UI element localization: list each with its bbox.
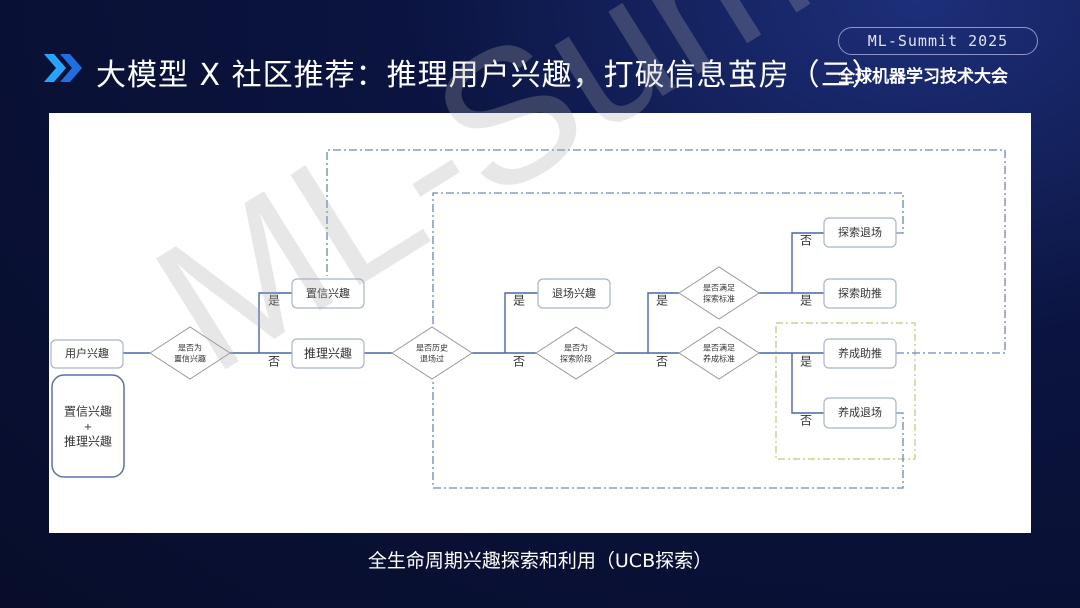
svg-text:养成退场: 养成退场: [838, 405, 882, 419]
svg-text:置信兴趣: 置信兴趣: [174, 354, 206, 364]
svg-text:置信兴趣: 置信兴趣: [306, 286, 350, 300]
connector: [616, 292, 679, 354]
nurture-group-box: [775, 322, 916, 460]
node-confident-interest: 置信兴趣: [291, 278, 365, 309]
label-yes: 是: [800, 294, 812, 308]
connector: [472, 292, 538, 354]
label-no: 否: [656, 355, 668, 369]
loop-nurture-exit: [432, 382, 904, 489]
slide-title: 大模型 X 社区推荐：推理用户兴趣，打破信息茧房（三）: [96, 58, 883, 93]
node-explore-exit: 探索退场: [823, 217, 897, 248]
svg-text:探索助推: 探索助推: [838, 286, 882, 300]
legend-box: 置信兴趣 + 推理兴趣: [51, 374, 125, 478]
connector: [759, 232, 824, 294]
svg-text:退场兴趣: 退场兴趣: [552, 286, 596, 300]
svg-text:推理兴趣: 推理兴趣: [64, 434, 112, 449]
node-inferred-interest: 推理兴趣: [291, 338, 365, 369]
svg-text:+: +: [84, 422, 92, 433]
svg-text:是否满足: 是否满足: [703, 283, 735, 293]
conference-name: 全球机器学习技术大会: [838, 67, 1008, 87]
label-no: 否: [800, 234, 812, 248]
svg-text:探索阶段: 探索阶段: [560, 354, 592, 364]
slide-caption: 全生命周期兴趣探索和利用（UCB探索）: [367, 550, 713, 572]
node-nurture-exit: 养成退场: [823, 397, 897, 429]
loop-nurture-boost: [326, 149, 1006, 354]
svg-text:推理兴趣: 推理兴趣: [304, 346, 352, 361]
connector: [230, 292, 292, 354]
node-user-interest: 用户兴趣: [50, 339, 124, 369]
node-explore-boost: 探索助推: [823, 278, 897, 309]
label-no: 否: [513, 355, 525, 369]
svg-text:是否为: 是否为: [178, 343, 202, 353]
label-no: 否: [268, 355, 280, 369]
event-badge: ML-Summit 2025: [838, 27, 1038, 55]
svg-text:是否满足: 是否满足: [703, 343, 735, 353]
label-yes: 是: [513, 294, 525, 308]
svg-text:养成标准: 养成标准: [703, 354, 735, 364]
connector: [759, 352, 824, 414]
node-nurture-boost: 养成助推: [823, 338, 897, 369]
svg-text:是否历史: 是否历史: [416, 343, 448, 353]
svg-text:探索标准: 探索标准: [703, 294, 735, 304]
label-yes: 是: [656, 294, 668, 308]
label-no: 否: [800, 414, 812, 428]
loop-explore-exit: [432, 192, 904, 324]
svg-text:置信兴趣: 置信兴趣: [64, 404, 112, 419]
node-exited-interest: 退场兴趣: [537, 278, 611, 309]
svg-text:探索退场: 探索退场: [838, 225, 882, 239]
label-yes: 是: [800, 355, 812, 369]
svg-text:用户兴趣: 用户兴趣: [65, 346, 109, 360]
label-yes: 是: [268, 294, 280, 308]
double-chevron-right-icon: [44, 54, 82, 82]
svg-text:是否为: 是否为: [564, 343, 588, 353]
svg-text:养成助推: 养成助推: [838, 346, 882, 360]
svg-text:退场过: 退场过: [420, 354, 444, 364]
